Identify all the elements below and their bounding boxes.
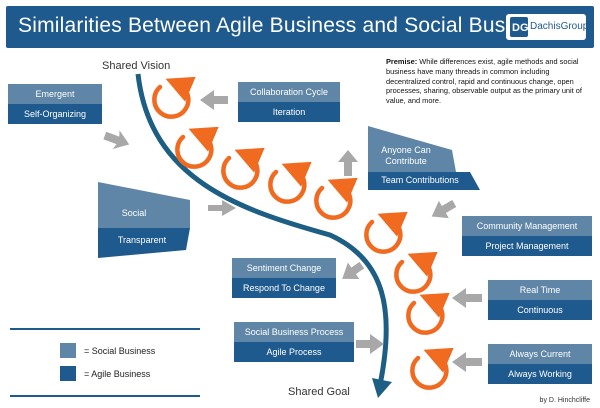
logo-text: DachisGroup — [530, 21, 589, 32]
pair-collaboration: Collaboration Cycle Iteration — [238, 82, 340, 122]
arrow-realtime — [452, 288, 482, 308]
arrow-emergent — [103, 130, 130, 150]
pair-always: Always Current Always Working — [488, 344, 592, 384]
arrow-sentiment — [342, 261, 365, 280]
collab-social: Collaboration Cycle — [238, 82, 340, 102]
premise-text: Premise: While differences exist, agile … — [386, 57, 592, 106]
dachis-group-logo: DG DachisGroup — [506, 14, 589, 40]
shared-goal-label: Shared Goal — [288, 386, 350, 398]
sbp-agile: Agile Process — [234, 342, 354, 362]
dachis-logo-icon: DG — [510, 17, 528, 37]
flow-path — [135, 73, 389, 386]
loop-7 — [394, 251, 438, 294]
realtime-social: Real Time — [488, 280, 592, 300]
realtime-agile: Continuous — [488, 300, 592, 320]
credit-text: by D. Hinchcliffe — [539, 397, 590, 404]
anyone-social-label: Anyone Can Contribute — [381, 145, 431, 166]
collab-agile: Iteration — [238, 102, 340, 122]
always-social: Always Current — [488, 344, 592, 364]
pair-realtime: Real Time Continuous — [488, 280, 592, 320]
arrow-sbp — [356, 334, 384, 354]
arrow-social — [208, 200, 236, 216]
loop-1 — [152, 76, 196, 119]
loop-3 — [221, 147, 265, 190]
legend-social-swatch — [60, 343, 76, 358]
social-social-shape — [98, 182, 190, 228]
arrow-always — [452, 352, 482, 372]
always-agile: Always Working — [488, 364, 592, 384]
shared-vision-label: Shared Vision — [102, 60, 171, 72]
arrow-community — [431, 200, 457, 219]
legend-social-label: = Social Business — [84, 346, 156, 356]
pair-sbp: Social Business Process Agile Process — [234, 322, 354, 362]
pair-sentiment: Sentiment Change Respond To Change — [232, 258, 336, 298]
flow-arrowhead — [372, 378, 392, 398]
arrow-collab — [200, 90, 228, 110]
arrow-anyone — [338, 150, 358, 176]
title-bar: Similarities Between Agile Business and … — [6, 6, 594, 48]
loop-9 — [410, 347, 454, 390]
loop-6 — [364, 211, 408, 254]
social-agile-label: Transparent — [117, 235, 167, 245]
sentiment-social: Sentiment Change — [232, 258, 336, 278]
community-social: Community Management — [462, 216, 592, 236]
premise-body: While differences exist, agile methods a… — [386, 57, 582, 106]
loop-5 — [314, 177, 358, 220]
legend-agile-label: = Agile Business — [84, 369, 151, 379]
anyone-social-shape — [368, 126, 456, 172]
svg-text:DG: DG — [512, 22, 528, 34]
page-title: Similarities Between Agile Business and … — [18, 14, 556, 37]
anyone-agile-label: Team Contributions — [381, 175, 459, 185]
loop-8 — [406, 292, 450, 335]
premise-label: Premise: — [386, 57, 418, 66]
loop-4 — [268, 161, 312, 204]
sbp-social: Social Business Process — [234, 322, 354, 342]
pair-community: Community Management Project Management — [462, 216, 592, 256]
sentiment-agile: Respond To Change — [232, 278, 336, 298]
community-agile: Project Management — [462, 236, 592, 256]
emergent-agile: Self-Organizing — [8, 104, 102, 124]
anyone-agile-shape — [368, 172, 480, 190]
social-agile-shape — [98, 228, 190, 258]
loop-2 — [175, 126, 219, 169]
pair-emergent: Emergent Self-Organizing — [8, 84, 102, 124]
social-social-label: Social — [121, 208, 147, 218]
emergent-social: Emergent — [8, 84, 102, 104]
legend-agile-swatch — [60, 366, 76, 381]
